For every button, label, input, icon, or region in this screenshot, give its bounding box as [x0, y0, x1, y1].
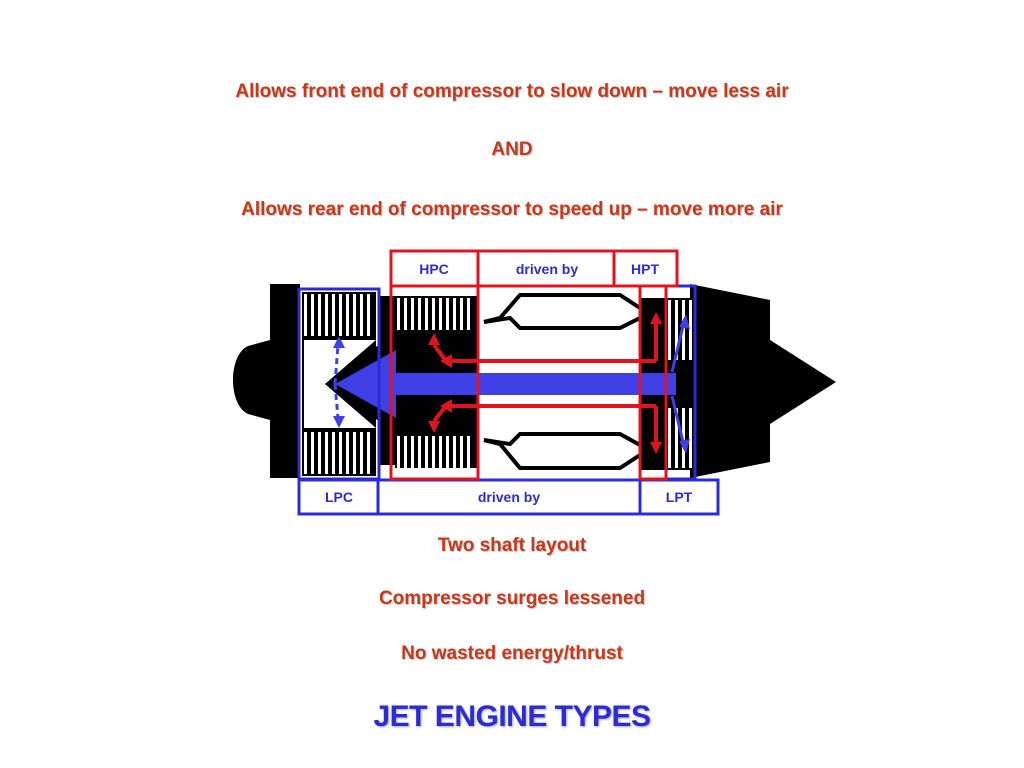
combustor-outline: [483, 293, 642, 470]
hpt-label: HPT: [631, 261, 659, 277]
and-text: AND: [491, 139, 533, 160]
lp-compressor-pointers: [333, 344, 340, 419]
statement-rear-compressor: Allows rear end of compressor to speed u…: [241, 199, 783, 220]
slide-title: JET ENGINE TYPES: [373, 700, 651, 733]
hpt-arrows: [650, 312, 662, 454]
lp-arrowheads: [333, 336, 345, 428]
hp-compressor-pointers: [432, 320, 658, 446]
lpt-arrowheads: [679, 314, 690, 454]
lp-driven-by-label: driven by: [478, 489, 540, 505]
compressor-surges-text: Compressor surges lessened: [378, 588, 646, 609]
lpt-pointers: [670, 321, 686, 447]
no-wasted-energy-text: No wasted energy/thrust: [401, 643, 623, 664]
hpc-label: HPC: [419, 261, 449, 277]
two-shaft-layout-text: Two shaft layout: [437, 535, 587, 556]
hp-shaft: [446, 359, 656, 408]
lpc-label: LPC: [325, 489, 353, 505]
hp-driven-by-label: driven by: [516, 261, 578, 277]
hp-spool-boxes: [389, 249, 679, 481]
lpt-label: LPT: [666, 489, 693, 505]
statement-front-compressor: Allows front end of compressor to slow d…: [235, 81, 789, 102]
lp-shaft: [335, 350, 676, 418]
